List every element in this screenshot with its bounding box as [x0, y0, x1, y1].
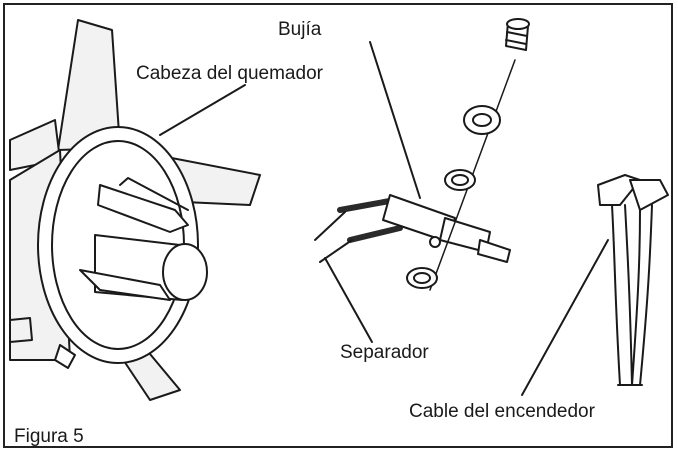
- cable-connector-left: [597, 174, 641, 206]
- spark-wire-upper: [337, 197, 398, 213]
- label-igniter-cable: Cable del encendedor: [409, 401, 595, 422]
- burner-head: [9, 19, 261, 401]
- washer-bottom: [406, 267, 438, 289]
- label-spark-plug: Bujía: [278, 19, 322, 40]
- cable-connector-right: [629, 179, 669, 211]
- washer-middle: [444, 169, 476, 191]
- label-burner-head: Cabeza del quemador: [136, 63, 323, 84]
- leader-burner-head: [159, 84, 246, 136]
- igniter-cable: [597, 174, 669, 386]
- spark-wire-lower: [347, 225, 403, 243]
- leader-igniter-cable: [521, 239, 609, 396]
- burner-clip: [97, 184, 189, 233]
- washer-top: [463, 105, 501, 135]
- label-spacer: Separador: [340, 342, 429, 363]
- leader-spacer: [324, 257, 373, 343]
- spark-plug-assembly: [314, 18, 530, 291]
- figure-caption: Figura 5: [14, 426, 84, 447]
- leader-spark-plug: [369, 41, 421, 199]
